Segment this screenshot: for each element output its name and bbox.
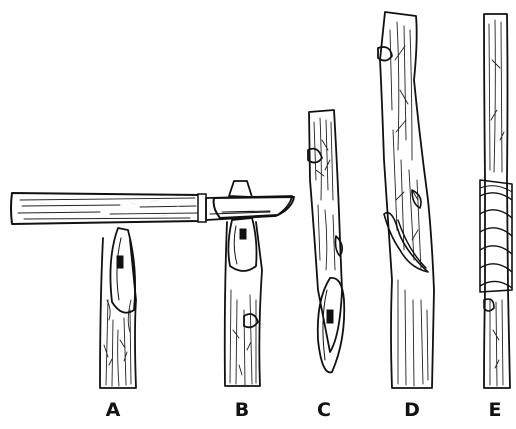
label-a: A bbox=[98, 399, 128, 421]
stage-a-rootstock bbox=[100, 228, 136, 388]
label-e: E bbox=[480, 399, 510, 421]
stage-d-graft bbox=[378, 12, 434, 388]
stage-e-wrapped-graft bbox=[480, 14, 512, 388]
stage-c-scion bbox=[308, 110, 344, 372]
label-d: D bbox=[397, 399, 427, 421]
label-c: C bbox=[309, 399, 339, 421]
label-b: B bbox=[227, 399, 257, 421]
stage-b-rootstock bbox=[225, 218, 262, 386]
